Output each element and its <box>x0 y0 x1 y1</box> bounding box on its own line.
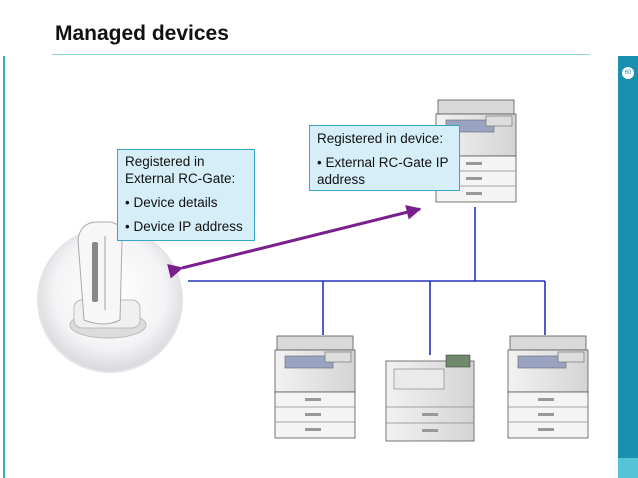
callout-device-bullet: External RC-Gate IP address <box>317 155 449 187</box>
network-lines <box>188 207 546 355</box>
page-number: 60 <box>622 67 634 79</box>
title-divider <box>52 54 590 55</box>
bullet-icon: • <box>125 195 130 210</box>
slide-title: Managed devices <box>55 22 229 45</box>
managed-copier-icon-1 <box>274 335 356 439</box>
bullet-icon: • <box>125 219 130 234</box>
callout-rc-gate: Registered in External RC-Gate: • Device… <box>117 149 255 241</box>
callout-rc-gate-heading: Registered in External RC-Gate: <box>125 154 236 186</box>
managed-printer-icon <box>385 354 475 442</box>
callout-rc-gate-bullet: Device IP address <box>133 219 243 234</box>
bullet-icon: • <box>317 155 322 170</box>
callout-rc-gate-bullet: Device details <box>133 195 218 210</box>
managed-copier-icon-2 <box>507 335 589 439</box>
right-accent-bar <box>618 56 638 478</box>
page-corner-tab <box>618 458 638 478</box>
rc-gate-icon <box>37 221 183 373</box>
registration-arrow <box>167 204 422 279</box>
callout-device: Registered in device: • External RC-Gate… <box>309 125 460 191</box>
callout-device-heading: Registered in device: <box>317 131 444 146</box>
left-accent-rule <box>3 56 5 478</box>
